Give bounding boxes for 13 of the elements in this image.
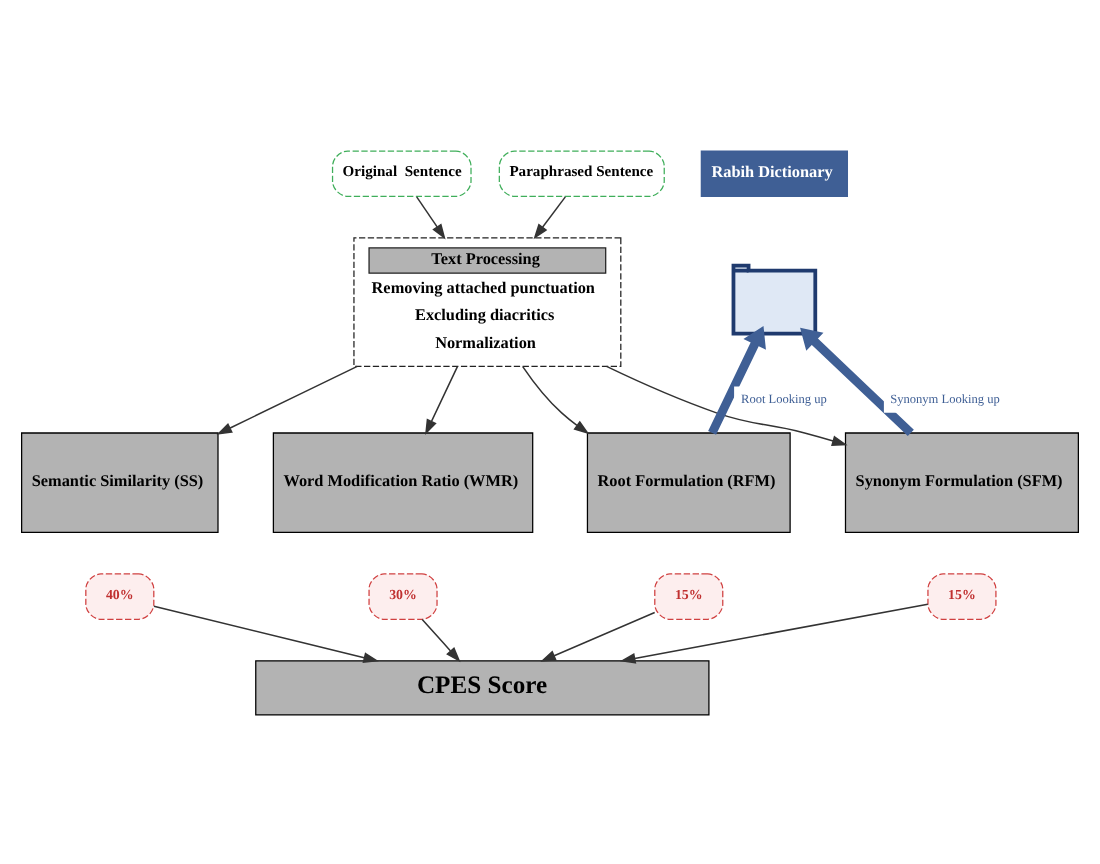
arrow bbox=[415, 195, 446, 239]
arrow bbox=[800, 326, 914, 436]
node-box: CPES Score bbox=[255, 659, 710, 715]
arrow bbox=[153, 604, 379, 662]
arrow bbox=[619, 602, 929, 663]
arrow bbox=[216, 364, 359, 434]
arrow bbox=[425, 364, 459, 434]
arrow bbox=[421, 617, 461, 662]
arrow bbox=[540, 610, 656, 661]
arrow bbox=[522, 364, 590, 434]
arrow bbox=[533, 195, 567, 239]
arrow bbox=[605, 364, 848, 446]
arrow bbox=[708, 324, 766, 434]
